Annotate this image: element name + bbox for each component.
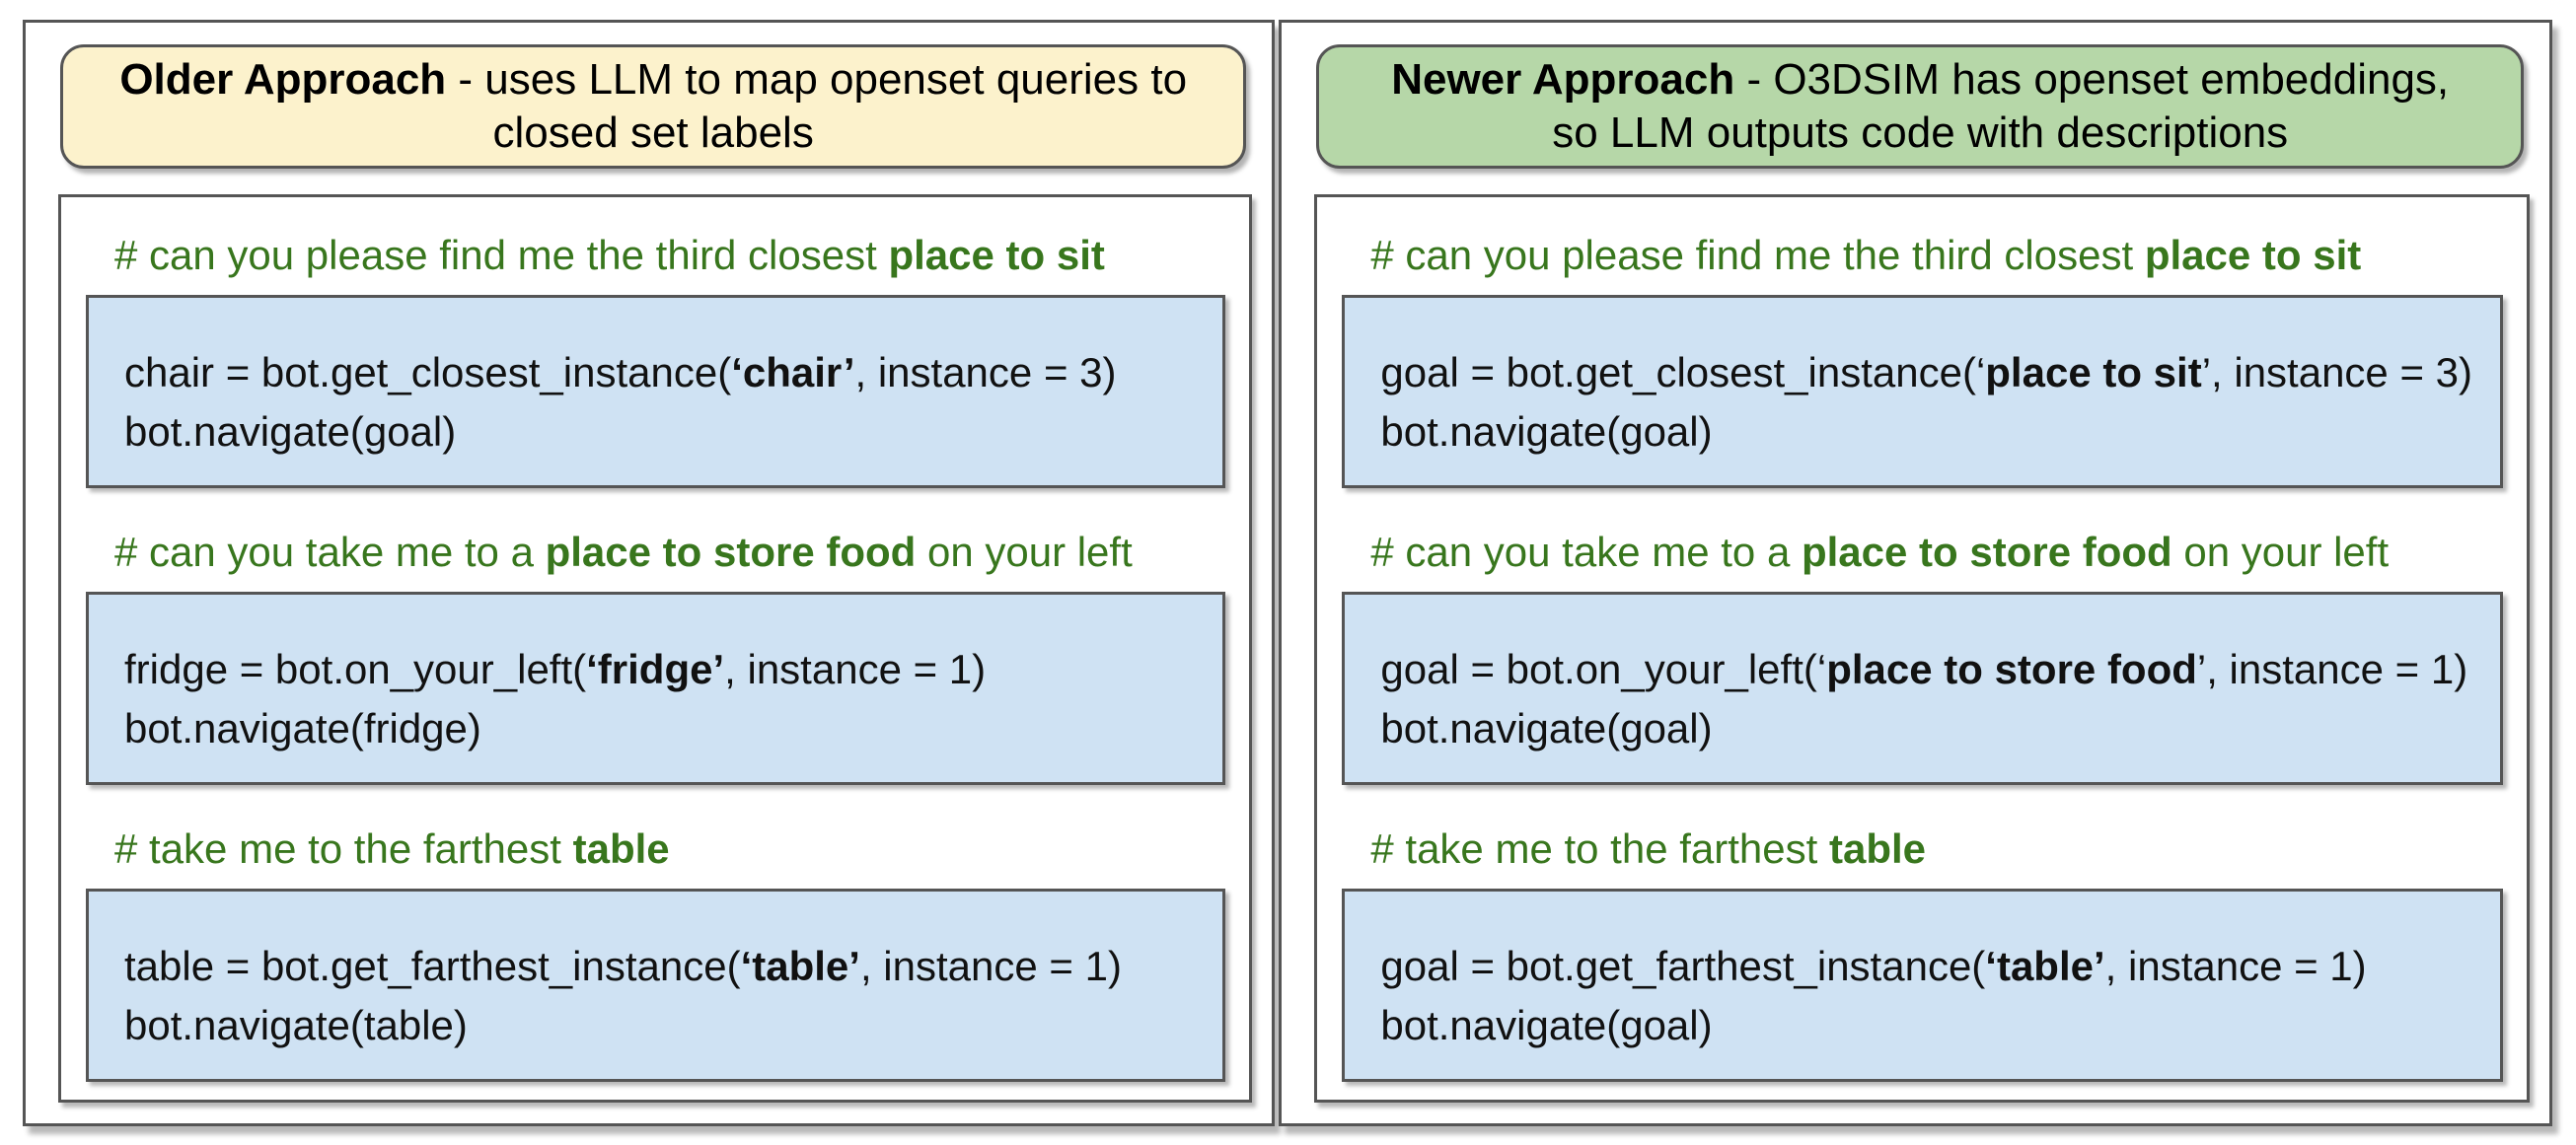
code-block: goal = bot.get_closest_instance(‘place t… [1342,295,2503,488]
newer-approach-title: Newer Approach - O3DSIM has openset embe… [1316,44,2524,169]
query-comment: # can you take me to a place to store fo… [114,529,1133,575]
code-block: chair = bot.get_closest_instance(‘chair’… [86,295,1226,488]
query-comment: # take me to the farthest table [1370,825,1926,872]
code-block: fridge = bot.on_your_left(‘fridge’, inst… [86,592,1226,785]
code-block: table = bot.get_farthest_instance(‘table… [86,889,1226,1082]
older-approach-panel: Older Approach - uses LLM to map openset… [23,20,1276,1126]
query-comment: # can you take me to a place to store fo… [1370,529,2390,575]
older-example-1: # can you please find me the third close… [86,232,1226,488]
newer-example-3: # take me to the farthest table goal = b… [1342,826,2503,1082]
newer-example-2: # can you take me to a place to store fo… [1342,530,2503,785]
query-comment: # take me to the farthest table [114,825,670,872]
newer-approach-examples: # can you please find me the third close… [1314,194,2530,1103]
query-comment: # can you please find me the third close… [114,232,1105,278]
query-comment: # can you please find me the third close… [1370,232,2362,278]
older-example-2: # can you take me to a place to store fo… [86,529,1226,785]
older-approach-title: Older Approach - uses LLM to map openset… [60,44,1247,169]
older-approach-examples: # can you please find me the third close… [58,194,1253,1103]
newer-example-1: # can you please find me the third close… [1342,233,2503,488]
approach-comparison-figure: Older Approach - uses LLM to map openset… [23,20,2552,1126]
code-block: goal = bot.on_your_left(‘place to store … [1342,592,2503,785]
code-block: goal = bot.get_farthest_instance(‘table’… [1342,889,2503,1082]
older-example-3: # take me to the farthest table table = … [86,825,1226,1082]
newer-approach-panel: Newer Approach - O3DSIM has openset embe… [1279,20,2552,1126]
